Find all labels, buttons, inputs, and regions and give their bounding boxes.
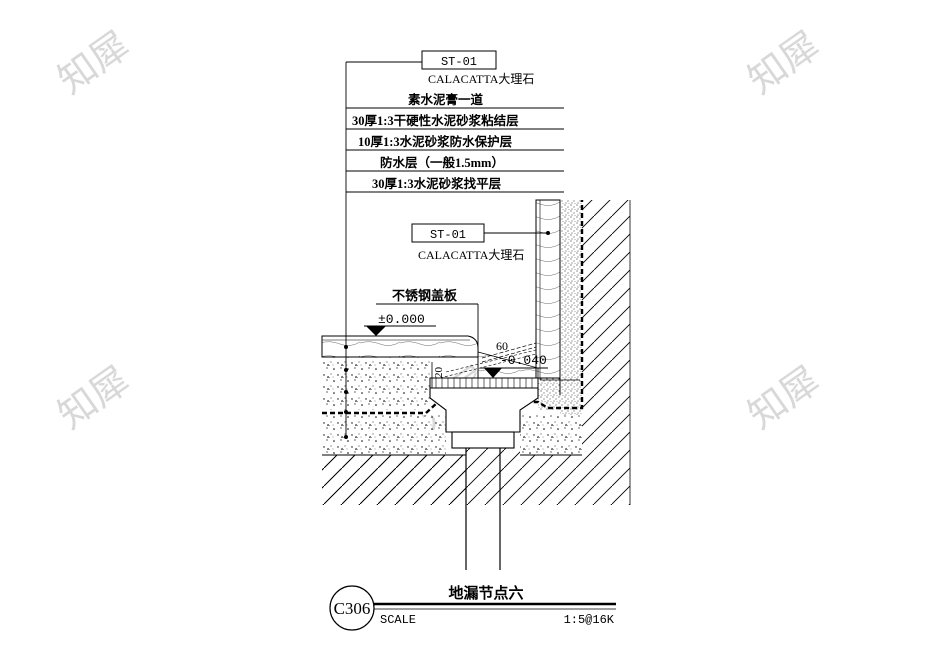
wall-stone: [535, 199, 580, 395]
layer-5: 防水层（一般1.5mm）: [380, 155, 504, 170]
layer-6: 30厚1:3水泥砂浆找平层: [372, 176, 502, 191]
title-block: C306 地漏节点六 SCALE 1:5@16K: [329, 584, 616, 631]
floor-drain: [429, 342, 539, 570]
wall-callout: ST-01 CALACATTA大理石: [411, 223, 550, 262]
detail-title: 地漏节点六: [448, 584, 523, 602]
watermark-tl: 知犀: [50, 23, 138, 103]
layer-3: 30厚1:3干硬性水泥砂浆粘结层: [352, 113, 519, 128]
layer-2: 素水泥膏一道: [408, 92, 484, 107]
dim-gap-text: 60: [496, 339, 508, 353]
cover-label: 不锈钢盖板: [392, 288, 458, 303]
height-dimension: 20: [431, 362, 445, 388]
drain-level-text: -0.040: [500, 353, 547, 368]
layer-4: 10厚1:3水泥砂浆防水保护层: [358, 134, 513, 149]
watermark-tr: 知犀: [740, 23, 828, 103]
layer-1: CALACATTA大理石: [428, 72, 534, 86]
scale-label: SCALE: [380, 613, 416, 627]
watermark-ml: 知犀: [50, 358, 138, 438]
drain-level-mark: 60 -0.040: [480, 339, 548, 378]
scale-value: 1:5@16K: [564, 613, 615, 627]
watermark-mr: 知犀: [740, 358, 828, 438]
floor-layers: [322, 200, 584, 415]
cover-callout: 不锈钢盖板: [376, 288, 479, 378]
detail-number: C306: [334, 599, 371, 618]
wall-callout-material: CALACATTA大理石: [418, 248, 524, 262]
floor-level-mark: ±0.000: [364, 312, 436, 336]
top-callout-tag: ST-01: [441, 55, 477, 69]
wall-structure: [322, 200, 631, 505]
wall-callout-tag: ST-01: [430, 228, 466, 242]
dim-height-text: 20: [433, 367, 445, 379]
floor-level-text: ±0.000: [378, 312, 425, 327]
layer-callout: ST-01 CALACATTA大理石 素水泥膏一道 30厚1:3干硬性水泥砂浆粘…: [344, 50, 564, 439]
